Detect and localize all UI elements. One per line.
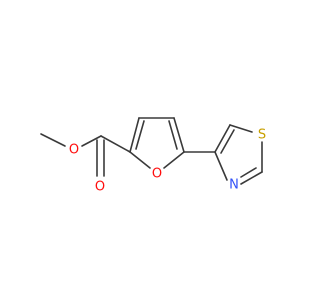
- bond-thiazole-c2-n-inner: [240, 167, 257, 178]
- atom-label-carbonyl-oxygen: O: [95, 180, 105, 195]
- atom-label-furan-oxygen: O: [152, 167, 162, 182]
- bond-methyl-oxygen: [40, 133, 66, 147]
- bond-thiazole-c4-c5: [214, 124, 231, 153]
- bond-carbonyl-furan: [100, 135, 131, 153]
- atom-label-thiazole-sulfur: S: [258, 128, 266, 143]
- bond-furan-c2-c3: [129, 117, 140, 153]
- atom-label-ester-oxygen: O: [69, 143, 79, 158]
- bond-thiazole-c4-c5-inner: [220, 129, 235, 154]
- bond-furan-c2-c3-inner: [135, 120, 145, 150]
- bond-furan-c4-c5: [173, 117, 185, 153]
- bond-furan-c4-c5-inner: [168, 120, 178, 150]
- molecule-diagram: O O O N S: [40, 117, 266, 195]
- bond-thiazole-c2-n: [240, 171, 263, 185]
- bond-oxygen-carbonyl-carbon: [81, 135, 102, 147]
- bond-furan-o-c2: [129, 151, 151, 169]
- bond-thiazole-n-c4: [214, 151, 228, 181]
- atom-labels: O O O N S: [69, 128, 266, 195]
- bond-furan-c5-o: [163, 151, 185, 169]
- bonds: [40, 117, 263, 185]
- bond-thiazole-c5-s: [229, 124, 253, 133]
- atom-label-thiazole-nitrogen: N: [229, 178, 239, 193]
